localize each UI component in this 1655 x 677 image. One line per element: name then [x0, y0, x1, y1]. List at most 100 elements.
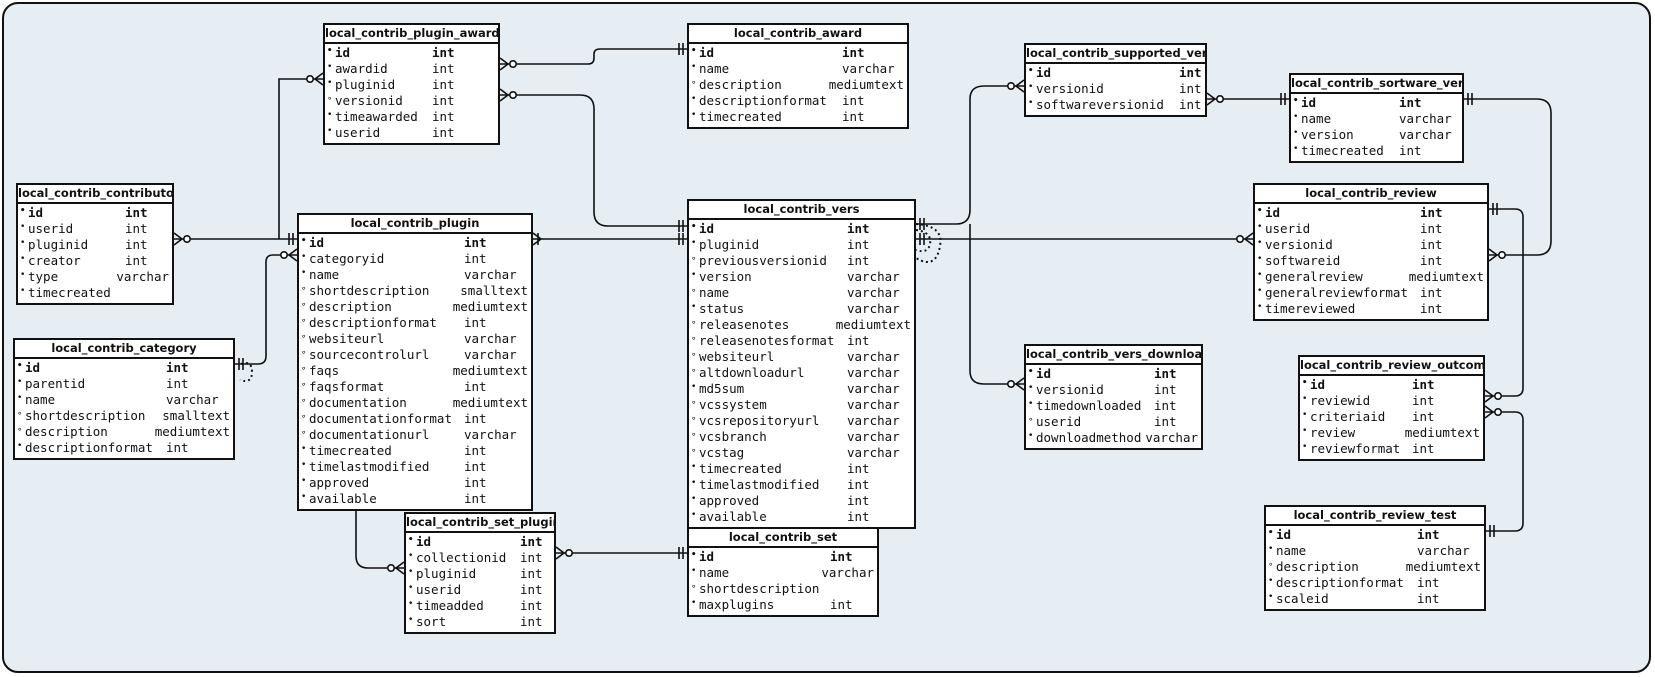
field-name: pluginid: [335, 77, 396, 92]
required-field-icon: •: [1257, 286, 1263, 296]
crowfoot-marker: [532, 232, 543, 246]
field-type: int: [842, 109, 865, 124]
required-field-icon: •: [1302, 442, 1308, 452]
field-name: timelastmodified: [699, 477, 820, 492]
field-name: id: [335, 45, 351, 60]
field-type: varchar: [847, 413, 900, 428]
field-name: id: [1265, 205, 1281, 220]
field-name: userid: [416, 582, 462, 597]
field-name: name: [1301, 111, 1332, 126]
field-name: creator: [28, 253, 81, 268]
optional-circle-marker: [183, 235, 192, 244]
field-type: int: [847, 253, 870, 268]
primary-key-icon: •: [17, 361, 23, 371]
required-field-icon: •: [691, 110, 697, 120]
field-type: mediumtext: [452, 363, 528, 378]
required-field-icon: •: [408, 567, 414, 577]
required-field-icon: •: [327, 62, 333, 72]
field-name: id: [699, 45, 715, 60]
crowfoot-marker: [1014, 79, 1025, 93]
required-field-icon: •: [301, 252, 307, 262]
field-type: varchar: [1399, 127, 1452, 142]
one-marker: [288, 233, 294, 245]
optional-field-icon: ∘: [691, 398, 697, 408]
field-name: documentationformat: [309, 411, 452, 426]
field-name: description: [309, 299, 392, 314]
link-category-self: [239, 362, 254, 382]
field-name: name: [1276, 543, 1307, 558]
field-name: criteriaid: [1310, 409, 1386, 424]
field-name: id: [1301, 95, 1317, 110]
required-field-icon: •: [17, 441, 23, 451]
field-type: int: [125, 221, 148, 236]
optional-field-icon: ∘: [1268, 560, 1274, 570]
optional-circle-marker: [508, 91, 517, 100]
link-vers-download: [969, 224, 1024, 385]
one-marker: [919, 233, 925, 245]
required-field-icon: •: [1028, 399, 1034, 409]
required-field-icon: •: [691, 462, 697, 472]
field-type: int: [847, 461, 870, 476]
field-type: varchar: [1399, 111, 1452, 126]
field-type: varchar: [847, 365, 900, 380]
field-type: int: [166, 376, 189, 391]
entity-title: local_contrib_category: [15, 340, 233, 359]
field-type: varchar: [847, 349, 900, 364]
entity-title: local_contrib_plugin_awards: [325, 25, 498, 44]
field-type: int: [847, 477, 870, 492]
optional-field-icon: ∘: [691, 334, 697, 344]
field-name: reviewformat: [1310, 441, 1401, 456]
one-marker: [1467, 93, 1473, 105]
one-marker: [1280, 93, 1286, 105]
field-type: int: [1154, 366, 1177, 381]
primary-key-icon: •: [20, 206, 26, 216]
field-type: mediumtext: [1404, 425, 1480, 440]
field-name: collectionid: [416, 550, 507, 565]
entity-title: local_contrib_review_outcome: [1300, 357, 1483, 376]
field-name: descriptionformat: [309, 315, 437, 330]
field-name: versionid: [1265, 237, 1333, 252]
required-field-icon: •: [20, 238, 26, 248]
required-field-icon: •: [301, 444, 307, 454]
field-name: softwareid: [1265, 253, 1341, 268]
